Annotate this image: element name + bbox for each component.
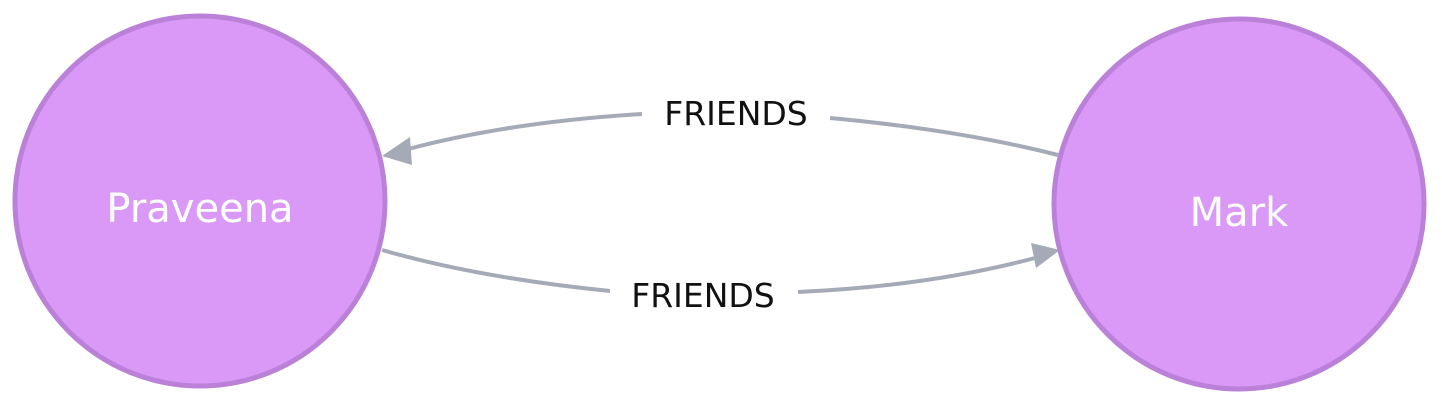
edge-label[interactable]: FRIENDS [631,276,775,315]
edge-label[interactable]: FRIENDS [664,94,808,133]
node-circle[interactable] [12,13,388,389]
node-label: Praveena [106,186,293,232]
node-label: Mark [1190,190,1289,236]
node-praveena[interactable]: Praveena [12,13,388,389]
edge-line-segment[interactable] [381,248,611,293]
arrowhead-icon [382,137,412,165]
relationship-edge-praveena-to-mark[interactable]: FRIENDS [381,243,1060,315]
edge-line-segment[interactable] [829,116,1059,157]
node-mark[interactable]: Mark [1051,16,1427,392]
relationship-edge-mark-to-praveena[interactable]: FRIENDS [382,94,1059,165]
edge-line-segment[interactable] [797,256,1036,294]
edge-line-segment[interactable] [407,112,643,151]
arrowhead-icon [1031,243,1060,268]
node-circle[interactable] [1051,16,1427,392]
